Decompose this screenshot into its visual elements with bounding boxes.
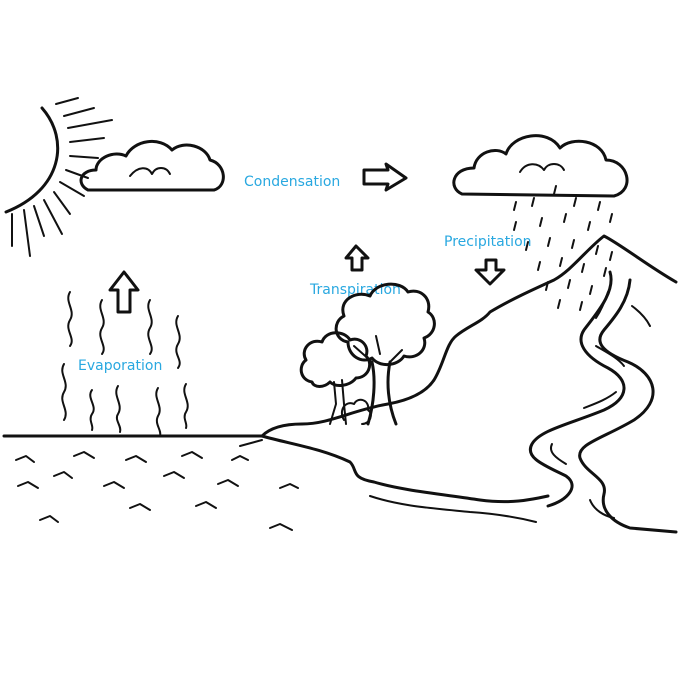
cloud-right xyxy=(454,136,627,196)
trees xyxy=(301,284,434,424)
river-flow-lines xyxy=(596,292,608,318)
river-bank-left xyxy=(530,272,624,506)
river xyxy=(530,272,676,532)
big-tree-trunk xyxy=(368,362,396,424)
precipitation-arrow xyxy=(476,260,504,284)
evaporation-arrow xyxy=(110,272,138,312)
label-precipitation: Precipitation xyxy=(444,234,532,250)
shore-texture xyxy=(370,496,536,522)
transpiration-arrow xyxy=(346,246,368,270)
cloud-left xyxy=(81,141,223,190)
shore-detail xyxy=(240,440,262,446)
shore-lower-edge xyxy=(262,436,548,502)
sun-body xyxy=(6,108,58,212)
condensation-arrow xyxy=(364,164,406,190)
label-evaporation: Evaporation xyxy=(78,358,162,374)
water-body xyxy=(4,436,298,530)
sun xyxy=(6,98,112,256)
label-condensation: Condensation xyxy=(244,174,340,190)
sun-rays xyxy=(12,98,112,256)
water-ripples xyxy=(16,452,298,530)
